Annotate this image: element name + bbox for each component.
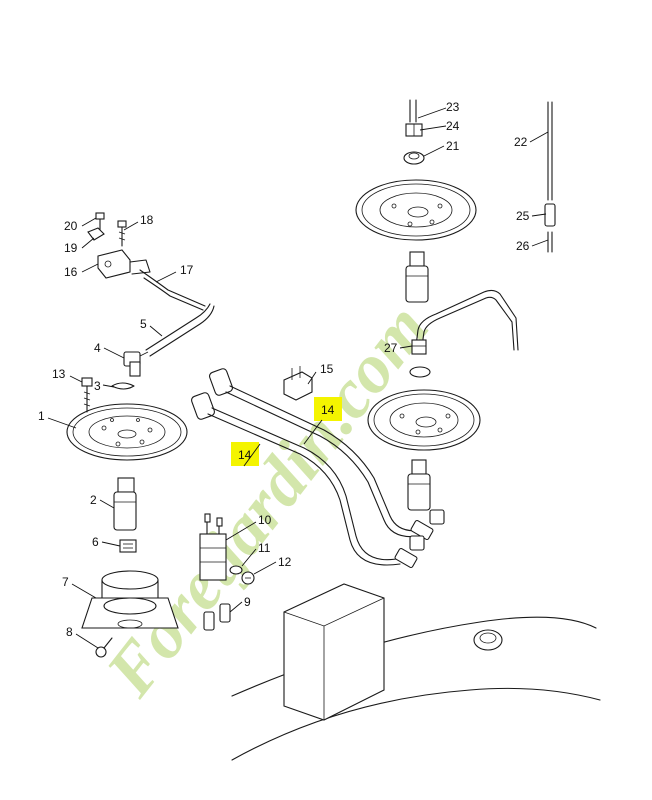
rod-22 [547, 101, 553, 201]
callout-9: 9 [244, 595, 251, 609]
callout-14-upper: 14 [321, 403, 335, 417]
screw-12 [241, 571, 255, 585]
boiler-body [231, 583, 601, 761]
callout-1: 1 [38, 409, 45, 423]
callout-5: 5 [140, 317, 147, 331]
rod-26 [547, 231, 553, 253]
pipe-5 [145, 303, 211, 351]
ignition-cable-14 [191, 368, 445, 569]
cable-17-edge [143, 277, 204, 311]
callout-14-lower: 14 [238, 448, 252, 462]
callout-20: 20 [64, 219, 78, 233]
callout-4: 4 [94, 341, 101, 355]
callout-27: 27 [384, 341, 398, 355]
washer-19 [87, 227, 105, 241]
connector-16 [97, 249, 151, 279]
fitting-27 [411, 339, 427, 355]
callout-8: 8 [66, 625, 73, 639]
fuel-line-27-edge [421, 296, 515, 351]
nut-24 [405, 123, 423, 137]
burner-housing-7 [81, 570, 179, 629]
callout-15: 15 [320, 362, 334, 376]
callout-21: 21 [446, 139, 460, 153]
injector-2 [113, 477, 137, 531]
callout-19: 19 [64, 241, 78, 255]
callout-26: 26 [516, 239, 530, 253]
nut-6 [119, 539, 137, 553]
ferrule-21 [403, 151, 425, 165]
callout-labels: 1 2 3 4 5 6 7 8 9 10 11 12 13 14 14 15 1… [38, 100, 530, 639]
burner-plate-left [66, 403, 188, 461]
callout-25: 25 [516, 209, 530, 223]
callout-16: 16 [64, 265, 78, 279]
pipe-5-edge [149, 305, 215, 357]
screw-8 [95, 637, 113, 658]
cable-17 [139, 269, 206, 307]
screw-18 [117, 220, 127, 247]
washer-11 [229, 565, 243, 575]
elbow-4 [123, 351, 149, 377]
callout-11: 11 [258, 541, 271, 555]
callout-6: 6 [92, 535, 99, 549]
callout-18: 18 [140, 213, 154, 227]
spacer-9 [203, 603, 231, 631]
burner-plate-top-right [355, 179, 477, 241]
callout-7: 7 [62, 575, 69, 589]
injector-lower-right [407, 459, 431, 511]
callout-22: 22 [514, 135, 528, 149]
callout-10: 10 [258, 513, 272, 527]
highlight-14-lower [231, 442, 259, 466]
leader-lines [47, 107, 549, 649]
sleeve-25 [544, 203, 556, 227]
fuel-line-27 [415, 289, 519, 351]
injector-top-right [405, 251, 429, 303]
boiler-nut [473, 629, 503, 651]
highlight-14-upper [314, 397, 342, 421]
callout-13: 13 [52, 367, 66, 381]
ferrule-27 [409, 366, 431, 378]
callout-12: 12 [278, 555, 292, 569]
callout-17: 17 [180, 263, 194, 277]
burner-plate-lower-right [367, 389, 481, 451]
callout-24: 24 [446, 119, 460, 133]
callout-3: 3 [94, 379, 101, 393]
clip-3 [111, 382, 135, 390]
bolt-13 [81, 377, 93, 413]
bracket-15 [283, 366, 313, 401]
callout-2: 2 [90, 493, 97, 507]
callout-23: 23 [446, 100, 460, 114]
electrode-10 [199, 513, 227, 581]
